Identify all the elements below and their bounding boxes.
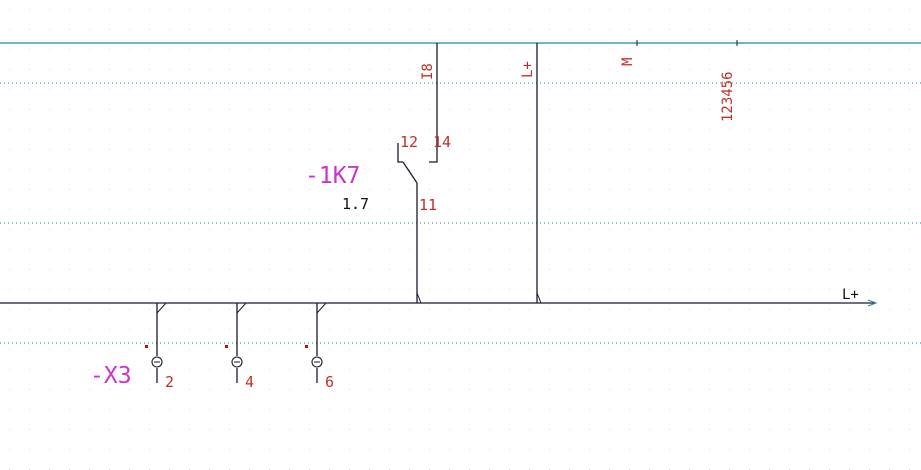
relay-tag: -1K7 (305, 163, 360, 189)
junction-11 (416, 292, 426, 304)
terminal-6-circle (311, 356, 323, 368)
junction-x3-6 (316, 302, 327, 314)
label-contact-11: 11 (419, 196, 437, 214)
terminal-4-marker (225, 345, 228, 348)
terminal-x3-6 (311, 303, 323, 383)
junction-x3-4 (236, 302, 247, 314)
terminal-4-circle (231, 356, 243, 368)
bus-label-lplus: L+ (842, 287, 859, 303)
label-refs: 123456 (720, 71, 736, 122)
terminal-2-circle (151, 356, 163, 368)
junction-lplus (536, 292, 546, 304)
terminal-x3-4 (231, 303, 243, 383)
label-contact-14: 14 (433, 133, 451, 151)
terminal-block-tag: -X3 (90, 363, 132, 389)
terminal-number-2: 2 (165, 373, 174, 391)
label-m: M (620, 58, 636, 66)
terminal-x3-2 (151, 303, 163, 383)
contact-12-leg (397, 143, 403, 163)
terminal-number-4: 4 (245, 373, 254, 391)
label-lplus-top: L+ (520, 61, 536, 78)
junction-x3-2 (156, 302, 167, 314)
bus-arrow (867, 299, 878, 307)
terminal-number-6: 6 (325, 373, 334, 391)
contact-arm (402, 161, 418, 184)
terminal-6-marker (305, 345, 308, 348)
i8-wire (429, 43, 438, 163)
terminal-2-marker (145, 345, 148, 348)
relay-reference: 1.7 (342, 195, 369, 213)
label-contact-12: 12 (400, 133, 418, 151)
label-i8: I8 (420, 63, 436, 80)
